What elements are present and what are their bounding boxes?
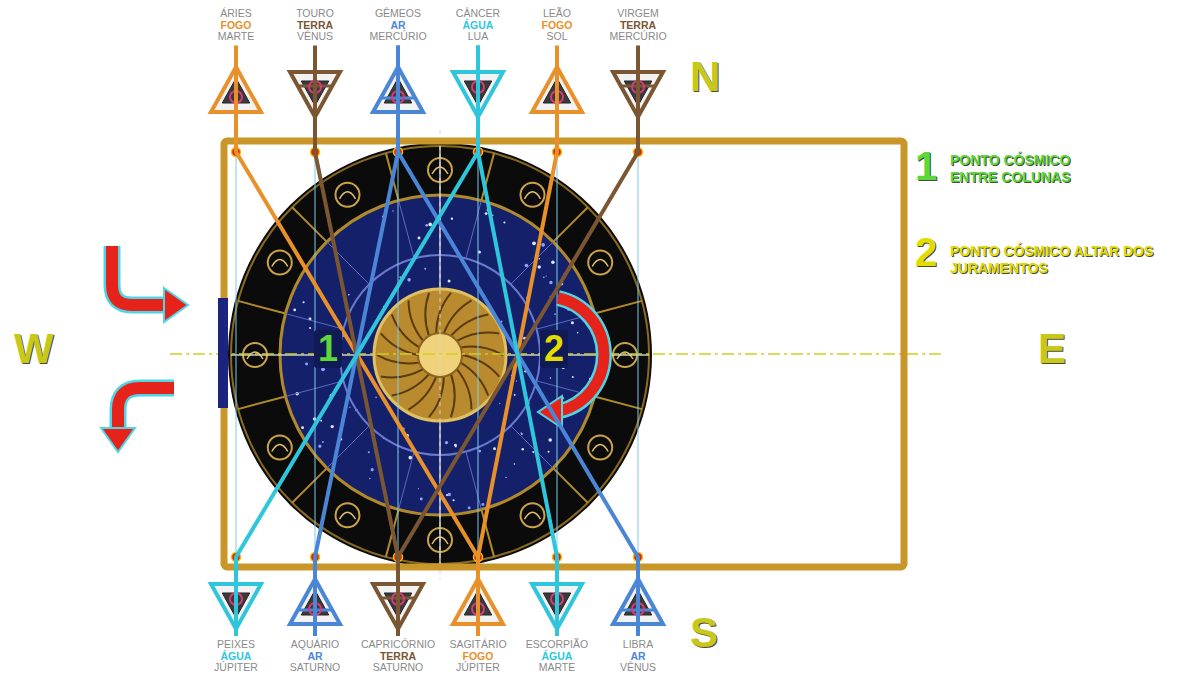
sign-label: GÊMEOSARMERCÚRIO (369, 8, 426, 43)
sign-label: SAGITÁRIOFOGOJÚPITER (449, 639, 506, 674)
element-name: TERRA (296, 20, 334, 32)
sign-label: LIBRAARVÊNUS (620, 639, 656, 674)
planet-name: SATURNO (290, 662, 341, 674)
sign-name: LIBRA (620, 639, 656, 651)
element-line (398, 46, 638, 637)
callout-number: 1 (314, 330, 342, 368)
planet-name: VÊNUS (296, 31, 334, 43)
sign-name: PEIXES (214, 639, 258, 651)
element-name: AR (369, 20, 426, 32)
sign-label: CÂNCERÁGUALUA (456, 8, 500, 43)
sign-name: VIRGEM (609, 8, 666, 20)
element-name: FOGO (542, 20, 573, 32)
sign-name: LEÃO (542, 8, 573, 20)
element-name: ÁGUA (456, 20, 500, 32)
element-name: ÁGUA (526, 651, 588, 663)
planet-name: MERCÚRIO (609, 31, 666, 43)
compass-point: E (1038, 328, 1066, 370)
element-name: AR (620, 651, 656, 663)
sign-label: ESCORPIÃOÁGUAMARTE (526, 639, 588, 674)
sign-label: VIRGEMTERRAMERCÚRIO (609, 8, 666, 43)
callout-number: 2 (540, 330, 568, 368)
element-line (236, 46, 478, 637)
element-line (315, 46, 398, 637)
planet-name: JÚPITER (449, 662, 506, 674)
planet-name: JÚPITER (214, 662, 258, 674)
planet-name: VÊNUS (620, 662, 656, 674)
sign-label: CAPRICÓRNIOTERRASATURNO (361, 639, 435, 674)
callout-number: 2 (915, 232, 937, 272)
sign-name: TOURO (296, 8, 334, 20)
sign-label: PEIXESÁGUAJÚPITER (214, 639, 258, 674)
planet-name: SATURNO (361, 662, 435, 674)
sign-name: CAPRICÓRNIO (361, 639, 435, 651)
planet-name: MARTE (526, 662, 588, 674)
sign-name: SAGITÁRIO (449, 639, 506, 651)
sign-name: CÂNCER (456, 8, 500, 20)
element-line (315, 46, 398, 637)
element-line (398, 46, 638, 637)
sign-label: LEÃOFOGOSOL (542, 8, 573, 43)
element-name: AR (290, 651, 341, 663)
element-name: FOGO (218, 20, 255, 32)
compass-point: W (14, 328, 54, 370)
element-name: TERRA (361, 651, 435, 663)
axis-line (440, 130, 441, 580)
element-name: ÁGUA (214, 651, 258, 663)
element-line (236, 46, 478, 637)
planet-name: MERCÚRIO (369, 31, 426, 43)
callout-number: 1 (915, 146, 937, 186)
compass-point: S (690, 612, 718, 654)
sign-name: ÁRIES (218, 8, 255, 20)
entry-arrow (112, 246, 188, 322)
sign-label: ÁRIESFOGOMARTE (218, 8, 255, 43)
element-name: TERRA (609, 20, 666, 32)
sign-name: ESCORPIÃO (526, 639, 588, 651)
planet-name: LUA (456, 31, 500, 43)
sign-name: AQUÁRIO (290, 639, 341, 651)
sign-name: GÊMEOS (369, 8, 426, 20)
exit-arrow (101, 388, 174, 452)
compass-point: N (690, 56, 720, 98)
callout-note: PONTO CÓSMICO ENTRE COLUNAS (950, 152, 1110, 186)
planet-name: MARTE (218, 31, 255, 43)
callout-note: PONTO CÓSMICO ALTAR DOS JURAMENTOS (950, 243, 1178, 277)
temple-door (218, 298, 228, 408)
sign-label: TOUROTERRAVÊNUS (296, 8, 334, 43)
sign-label: AQUÁRIOARSATURNO (290, 639, 341, 674)
element-name: FOGO (449, 651, 506, 663)
planet-name: SOL (542, 31, 573, 43)
